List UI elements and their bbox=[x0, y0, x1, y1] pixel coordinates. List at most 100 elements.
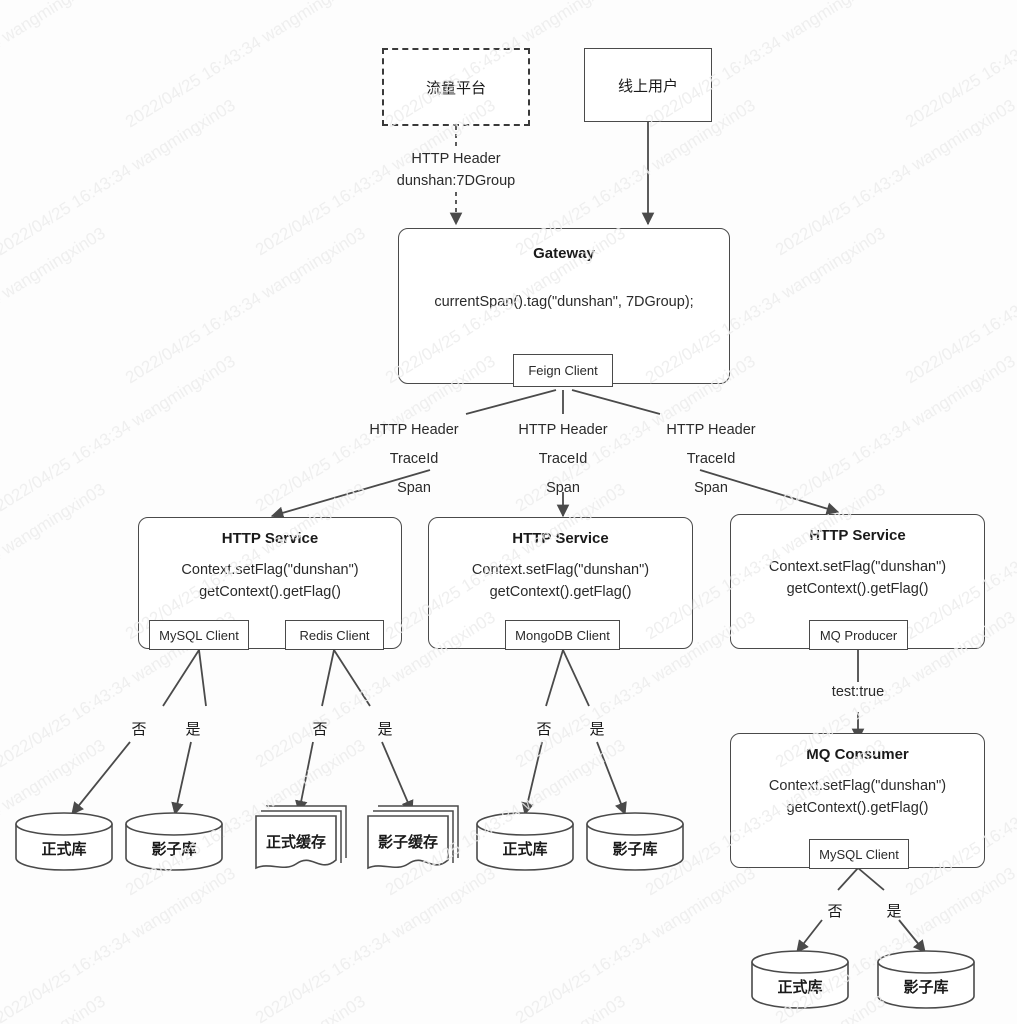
edge-mysql-split-no bbox=[162, 649, 200, 707]
node-traffic-platform[interactable]: 流量平台 bbox=[382, 48, 530, 126]
datastore-consumer-prod[interactable]: 正式库 bbox=[750, 950, 850, 1009]
branch-label-mongo-no: 否 bbox=[536, 721, 552, 738]
edge-consumer-no-store bbox=[796, 919, 823, 953]
chip-redis-client[interactable]: Redis Client bbox=[285, 620, 384, 650]
svg-text:2022/04/25 16:43:34 wangmingx: 2022/04/25 16:43:34 wangmingxin03 bbox=[0, 96, 239, 260]
chip-mysql-client-consumer[interactable]: MySQL Client bbox=[809, 839, 909, 869]
svg-text:2022/04/25 16:43:34 wangmingx: 2022/04/25 16:43:34 wangmingxin03 bbox=[512, 0, 759, 3]
svg-text:2022/04/25 16:43:34 wangmingx: 2022/04/25 16:43:34 wangmingxin03 bbox=[0, 0, 239, 3]
mq-flag-text: test:true bbox=[831, 684, 885, 700]
svg-text:2022/04/25 16:43:34 wangmingx: 2022/04/25 16:43:34 wangmingxin03 bbox=[252, 864, 499, 1024]
chip-mysql-client-left-label: MySQL Client bbox=[159, 627, 239, 643]
edge-label-platform-gateway: HTTP Header dunshan:7DGroup bbox=[356, 148, 556, 192]
fanout-mid-line3: Span bbox=[546, 480, 580, 496]
svg-text:2022/04/25 16:43:34 wangmingx: 2022/04/25 16:43:34 wangmingxin03 bbox=[0, 224, 109, 388]
service-right-title: HTTP Service bbox=[809, 527, 906, 544]
branch-label-redis-no: 否 bbox=[312, 721, 328, 738]
edge-feign-right bbox=[571, 389, 661, 415]
branch-label-consumer-yes: 是 bbox=[886, 903, 902, 920]
svg-text:2022/04/25 16:43:34 wangmingx: 2022/04/25 16:43:34 wangmingxin03 bbox=[0, 864, 239, 1024]
edge-label-line2: dunshan:7DGroup bbox=[396, 173, 516, 189]
chip-mysql-client-consumer-label: MySQL Client bbox=[819, 846, 899, 862]
fanout-left-line3: Span bbox=[397, 480, 431, 496]
datastore-mongo-shadow[interactable]: 影子库 bbox=[585, 812, 685, 871]
traffic-platform-label: 流量平台 bbox=[425, 79, 486, 97]
service-left-title: HTTP Service bbox=[221, 530, 319, 547]
edge-mongo-yes-store bbox=[596, 741, 627, 816]
fanout-mid-line1: HTTP Header bbox=[518, 422, 608, 438]
mq-consumer-code1: Context.setFlag("dunshan") bbox=[768, 778, 947, 794]
branch-label-mysql-no: 否 bbox=[131, 721, 147, 738]
svg-text:2022/04/25 16:43:34 wangmingx: 2022/04/25 16:43:34 wangmingxin03 bbox=[772, 352, 1017, 516]
service-mid-code1: Context.setFlag("dunshan") bbox=[471, 562, 650, 578]
svg-text:2022/04/25 16:43:34 wangmingx: 2022/04/25 16:43:34 wangmingxin03 bbox=[772, 96, 1017, 260]
datastore-redis-prod[interactable]: 正式缓存 bbox=[250, 800, 352, 876]
edge-redis-split-no bbox=[321, 649, 335, 707]
chip-mongodb-client[interactable]: MongoDB Client bbox=[505, 620, 620, 650]
fanout-right-line3: Span bbox=[694, 480, 728, 496]
online-user-label: 线上用户 bbox=[617, 77, 678, 95]
svg-text:2022/04/25 16:43:34 wangmingx: 2022/04/25 16:43:34 wangmingxin03 bbox=[902, 0, 1017, 131]
svg-text:2022/04/25 16:43:34 wangmingx: 2022/04/25 16:43:34 wangmingxin03 bbox=[0, 480, 109, 644]
edge-label-fanout-left: HTTP Header TraceId Span bbox=[349, 416, 479, 503]
branch-label-mongo-yes: 是 bbox=[589, 721, 605, 738]
edge-mysql-yes-store bbox=[171, 741, 192, 816]
datastore-mongo-prod[interactable]: 正式库 bbox=[475, 812, 575, 871]
edge-feign-left bbox=[465, 389, 557, 415]
datastore-mysql-shadow[interactable]: 影子库 bbox=[124, 812, 224, 871]
edge-consumer-split-yes bbox=[857, 867, 885, 891]
edge-label-fanout-right: HTTP Header TraceId Span bbox=[646, 416, 776, 503]
service-mid-code2: getContext().getFlag() bbox=[489, 584, 632, 600]
chip-mq-producer[interactable]: MQ Producer bbox=[809, 620, 908, 650]
mq-consumer-code2: getContext().getFlag() bbox=[786, 800, 929, 816]
svg-text:2022/04/25 16:43:34 wangmingx: 2022/04/25 16:43:34 wangmingxin03 bbox=[512, 864, 759, 1024]
edge-label-fanout-mid: HTTP Header TraceId Span bbox=[498, 416, 628, 503]
chip-mysql-client-left[interactable]: MySQL Client bbox=[149, 620, 249, 650]
svg-text:2022/04/25 16:43:34 wangmingx: 2022/04/25 16:43:34 wangmingxin03 bbox=[122, 0, 369, 131]
svg-text:2022/04/25 16:43:34 wangmingx: 2022/04/25 16:43:34 wangmingxin03 bbox=[122, 224, 369, 388]
edge-consumer-split-no bbox=[837, 867, 859, 891]
svg-text:2022/04/25 16:43:34 wangmingx: 2022/04/25 16:43:34 wangmingxin03 bbox=[0, 992, 109, 1024]
svg-text:2022/04/25 16:43:34 wangmingx: 2022/04/25 16:43:34 wangmingxin03 bbox=[252, 0, 499, 3]
service-right-code1: Context.setFlag("dunshan") bbox=[768, 559, 947, 575]
svg-text:2022/04/25 16:43:34 wangmingx: 2022/04/25 16:43:34 wangmingxin03 bbox=[122, 992, 369, 1024]
svg-text:2022/04/25 16:43:34 wangmingx: 2022/04/25 16:43:34 wangmingxin03 bbox=[772, 0, 1017, 3]
chip-feign-client-label: Feign Client bbox=[528, 363, 598, 378]
svg-text:2022/04/25 16:43:34 wangmingx: 2022/04/25 16:43:34 wangmingxin03 bbox=[0, 352, 239, 516]
service-left-code2: getContext().getFlag() bbox=[199, 584, 341, 600]
edge-mongo-split-no bbox=[545, 649, 564, 707]
branch-label-mysql-yes: 是 bbox=[185, 721, 201, 738]
service-left-code1: Context.setFlag("dunshan") bbox=[181, 562, 359, 578]
datastore-consumer-shadow[interactable]: 影子库 bbox=[876, 950, 976, 1009]
datastore-mysql-prod[interactable]: 正式库 bbox=[14, 812, 114, 871]
chip-mq-producer-label: MQ Producer bbox=[819, 627, 898, 643]
chip-redis-client-label: Redis Client bbox=[299, 627, 370, 643]
fanout-right-line2: TraceId bbox=[686, 451, 736, 467]
edge-redis-split-yes bbox=[333, 649, 371, 707]
edge-mysql-no-store bbox=[71, 741, 131, 815]
fanout-mid-line2: TraceId bbox=[538, 451, 588, 467]
fanout-right-line1: HTTP Header bbox=[666, 422, 756, 438]
datastore-redis-shadow[interactable]: 影子缓存 bbox=[362, 800, 464, 876]
fanout-left-line1: HTTP Header bbox=[369, 422, 459, 438]
edge-mongo-no-store bbox=[521, 741, 543, 816]
fanout-left-line2: TraceId bbox=[389, 451, 439, 467]
edge-mysql-split-yes bbox=[198, 649, 207, 707]
edge-label-line1: HTTP Header bbox=[411, 151, 501, 167]
service-right-code2: getContext().getFlag() bbox=[786, 581, 929, 597]
svg-text:2022/04/25 16:43:34 wangmingx: 2022/04/25 16:43:34 wangmingxin03 bbox=[902, 224, 1017, 388]
edge-consumer-yes-store bbox=[898, 919, 926, 953]
chip-feign-client[interactable]: Feign Client bbox=[513, 354, 613, 387]
branch-label-consumer-no: 否 bbox=[827, 903, 843, 920]
service-mid-title: HTTP Service bbox=[512, 530, 609, 547]
edge-label-mq-flag: test:true bbox=[798, 684, 918, 700]
node-online-user[interactable]: 线上用户 bbox=[584, 48, 712, 122]
edge-mongo-split-yes bbox=[562, 649, 590, 707]
svg-text:2022/04/25 16:43:34 wangmingx: 2022/04/25 16:43:34 wangmingxin03 bbox=[0, 0, 109, 131]
chip-mongodb-client-label: MongoDB Client bbox=[515, 627, 610, 643]
svg-text:2022/04/25 16:43:34 wangmingx: 2022/04/25 16:43:34 wangmingxin03 bbox=[382, 992, 629, 1024]
gateway-title: Gateway bbox=[533, 245, 595, 262]
mq-consumer-title: MQ Consumer bbox=[806, 746, 909, 763]
branch-label-redis-yes: 是 bbox=[377, 721, 393, 738]
